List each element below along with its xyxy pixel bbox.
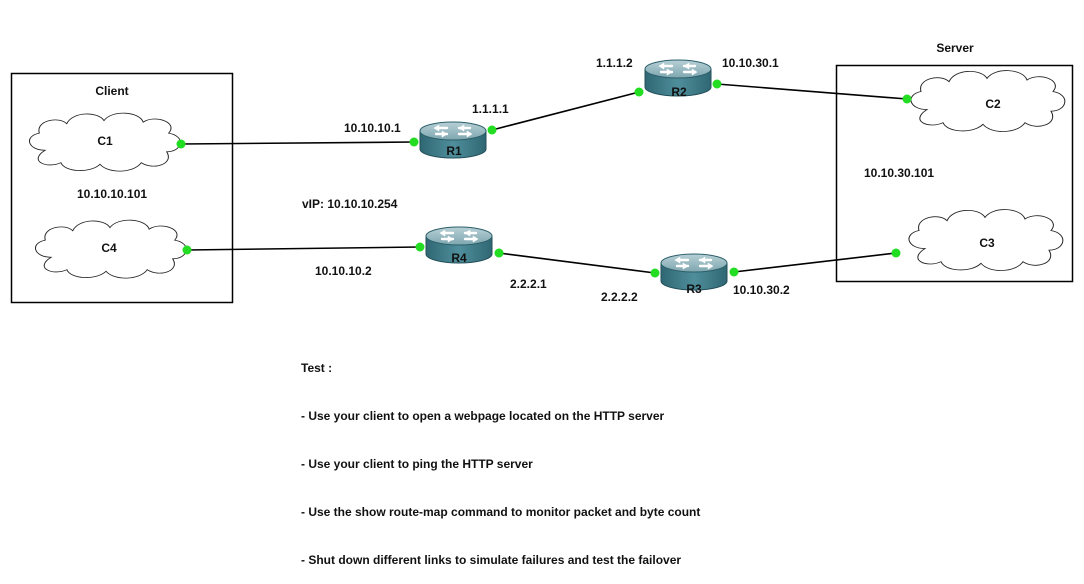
port-r4-left bbox=[415, 242, 425, 252]
port-r1-right bbox=[487, 125, 497, 135]
cloud-c1-label: C1 bbox=[97, 134, 113, 148]
router-r1-label: R1 bbox=[446, 144, 462, 158]
port-r2-left bbox=[634, 87, 644, 97]
client-group-title: Client bbox=[95, 84, 128, 98]
cloud-c3-label: C3 bbox=[979, 236, 995, 250]
router-r2-label: R2 bbox=[671, 85, 687, 99]
link-c1-r1 bbox=[180, 141, 415, 145]
link-c4-r4 bbox=[186, 246, 421, 251]
cloud-c2-label: C2 bbox=[985, 97, 1001, 111]
vip-label: vIP: 10.10.10.254 bbox=[302, 197, 398, 211]
test-note-item: - Use the show route-map command to moni… bbox=[301, 505, 701, 519]
port-c2 bbox=[902, 94, 912, 104]
port-c3 bbox=[891, 248, 901, 258]
r2-left-ip-label: 1.1.1.2 bbox=[596, 56, 633, 70]
r1-left-ip-label: 10.10.10.1 bbox=[344, 121, 401, 135]
port-c1 bbox=[176, 139, 186, 149]
r3-left-ip-label: 2.2.2.2 bbox=[601, 290, 638, 304]
r4-left-ip-label: 10.10.10.2 bbox=[315, 264, 372, 278]
test-notes: Test : - Use your client to open a webpa… bbox=[301, 328, 700, 584]
port-r1-left bbox=[409, 137, 419, 147]
server-group-title: Server bbox=[936, 41, 974, 55]
r4-right-ip-label: 2.2.2.1 bbox=[510, 277, 547, 291]
client-group-box bbox=[10, 72, 234, 304]
link-r2-c2 bbox=[716, 83, 908, 100]
port-r3-right bbox=[729, 267, 739, 277]
port-dots bbox=[176, 79, 912, 278]
test-note-item: - Shut down different links to simulate … bbox=[301, 553, 682, 567]
link-r4-r3 bbox=[498, 252, 656, 274]
test-note-item: - Use your client to ping the HTTP serve… bbox=[301, 457, 533, 471]
link-r1-r2 bbox=[491, 91, 640, 131]
test-note-item: - Use your client to open a webpage loca… bbox=[301, 409, 665, 423]
client-ip-label: 10.10.10.101 bbox=[77, 187, 147, 201]
server-group-box bbox=[835, 64, 1074, 283]
r1-right-ip-label: 1.1.1.1 bbox=[472, 102, 509, 116]
router-r3-label: R3 bbox=[686, 282, 702, 296]
cloud-c4-label: C4 bbox=[101, 241, 117, 255]
network-diagram: Client Server C1 C4 C2 C3 R1 R2 R4 R3 10… bbox=[10, 41, 1074, 304]
r2-right-ip-label: 10.10.30.1 bbox=[722, 56, 779, 70]
port-r4-right bbox=[494, 248, 504, 258]
port-c4 bbox=[182, 245, 192, 255]
router-r4-label: R4 bbox=[451, 251, 467, 265]
link-r3-c3 bbox=[733, 252, 897, 273]
server-ip-label: 10.10.30.101 bbox=[864, 166, 934, 180]
port-r3-left bbox=[650, 268, 660, 278]
test-notes-title: Test : bbox=[301, 361, 333, 375]
r3-right-ip-label: 10.10.30.2 bbox=[733, 283, 790, 297]
port-r2-right bbox=[712, 79, 722, 89]
